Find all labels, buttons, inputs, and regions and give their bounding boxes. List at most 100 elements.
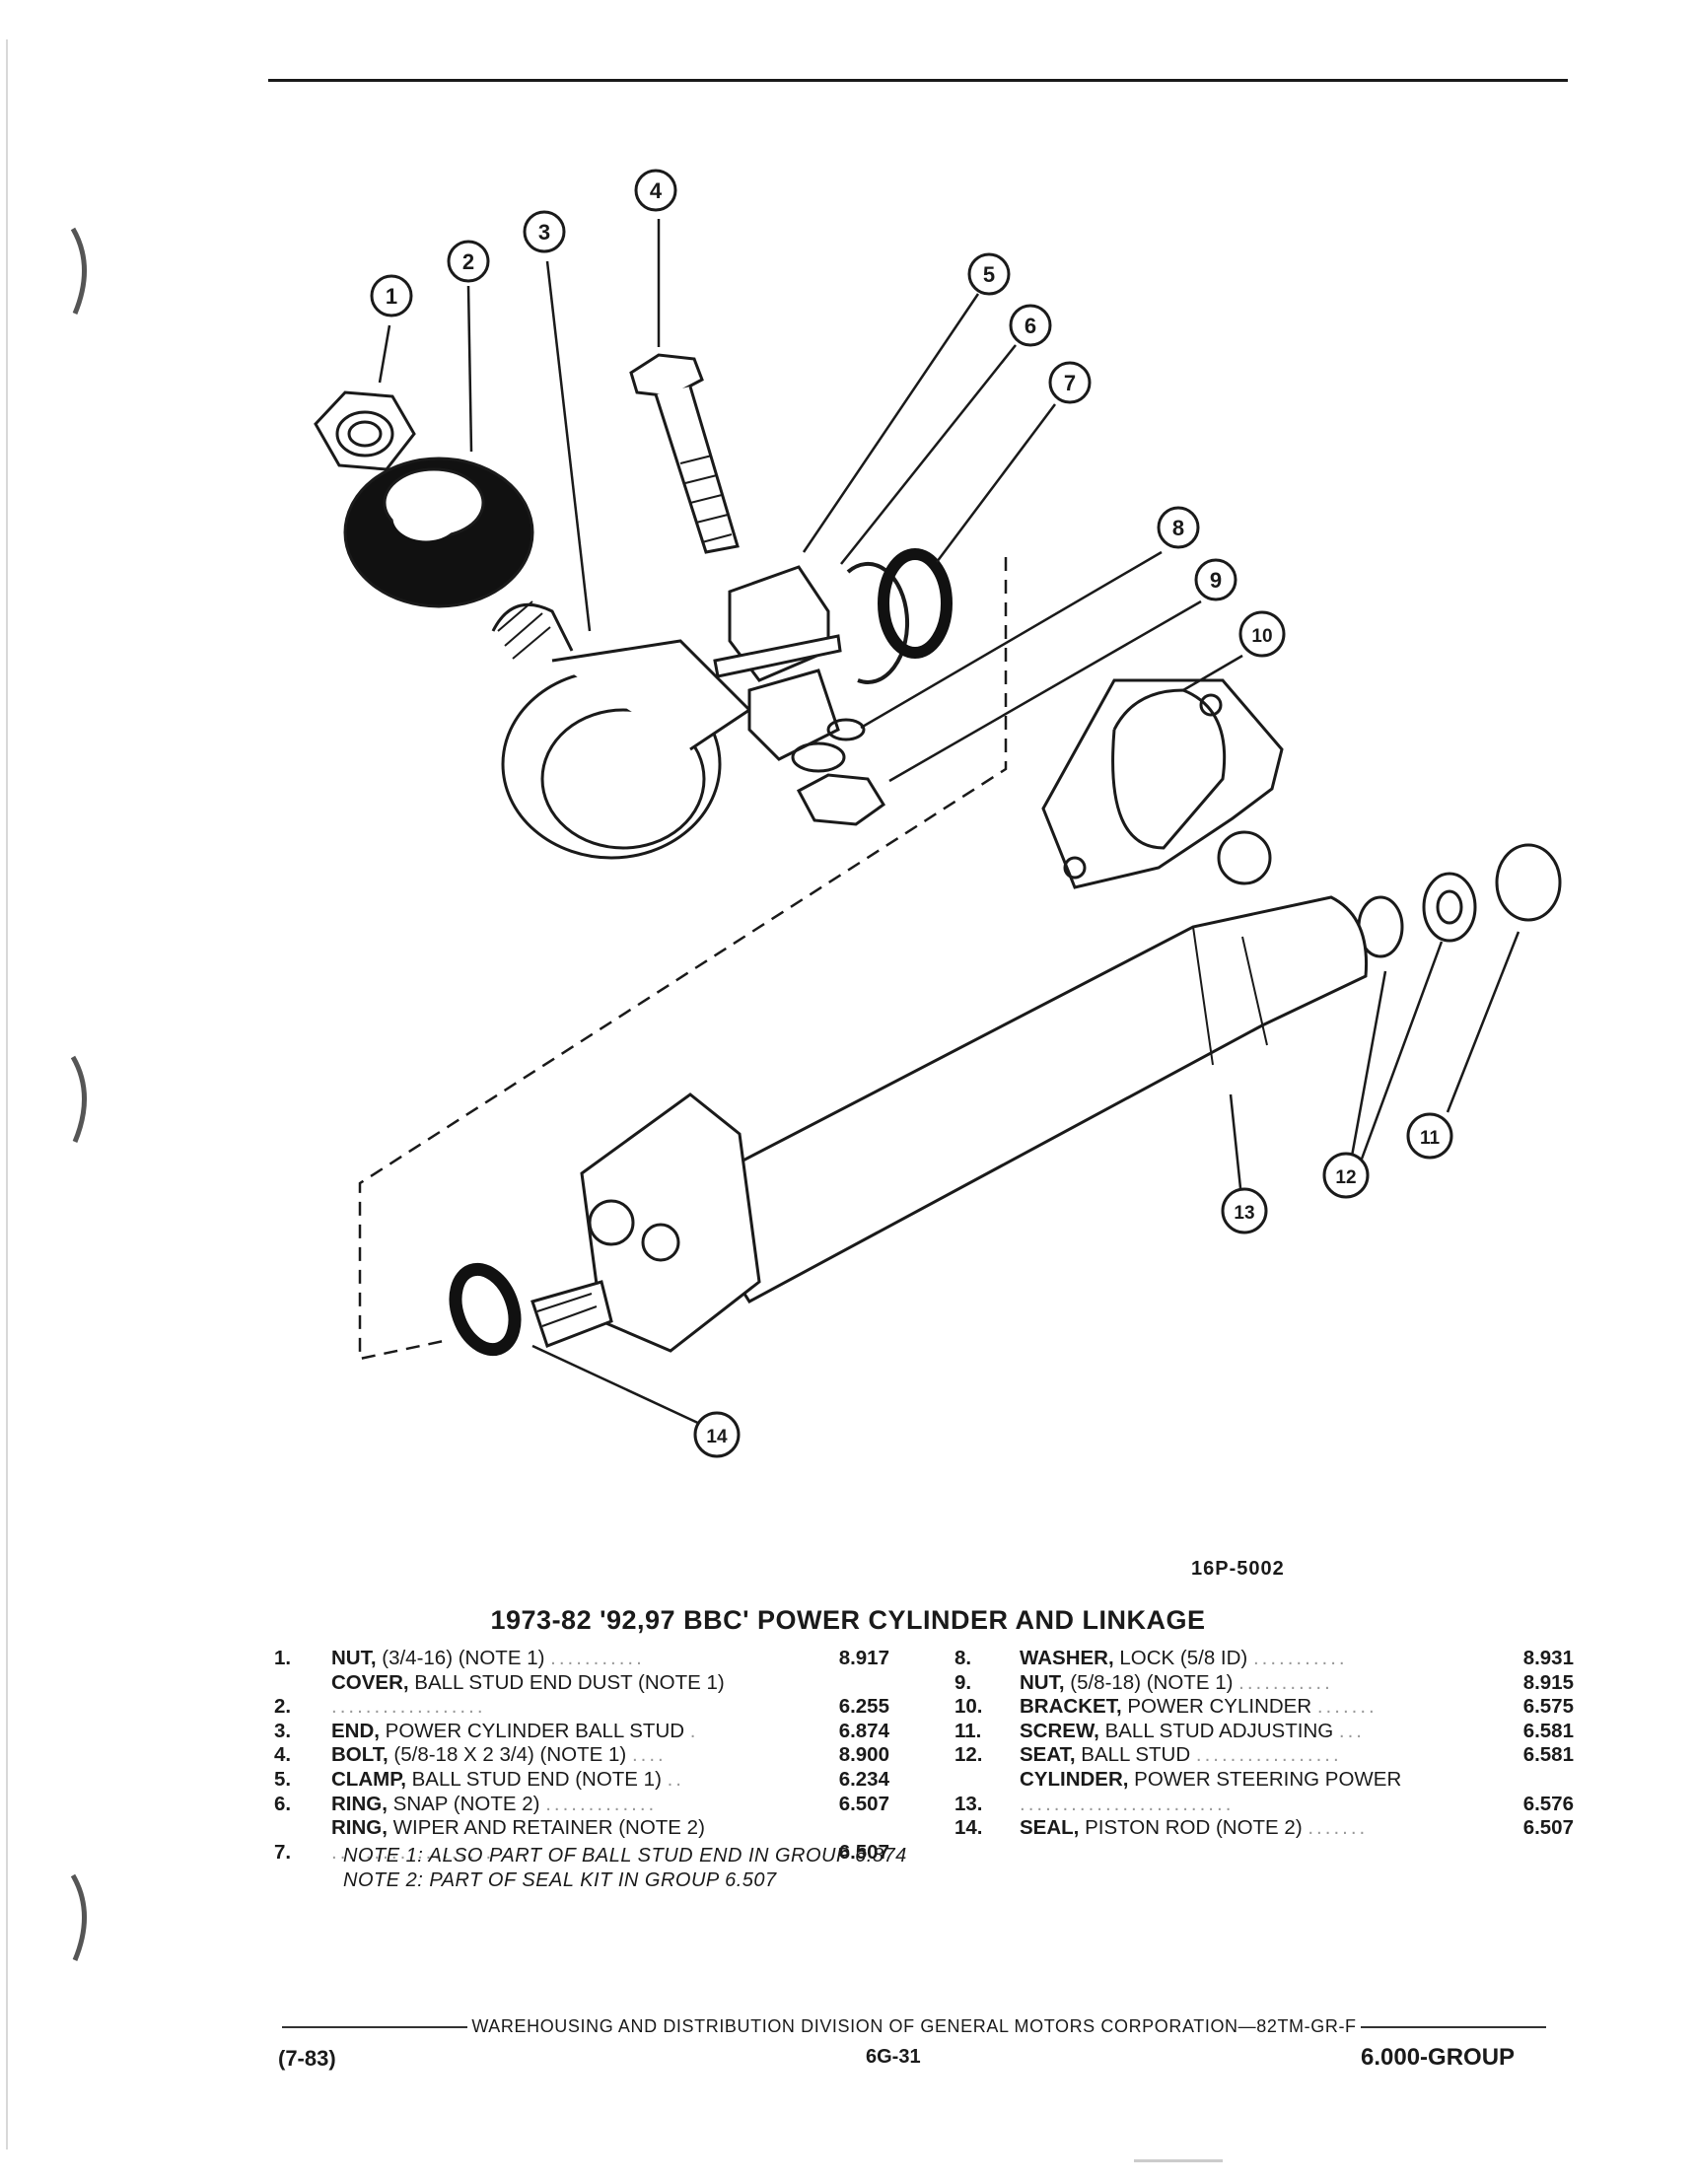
part-name: SCREW, [1020,1719,1099,1742]
callout-6: 6 [1009,304,1052,347]
revision-date: (7-83) [278,2046,336,2071]
part-row: 13.CYLINDER, POWER STEERING POWER ......… [954,1767,1574,1815]
callout-7: 7 [1048,361,1092,404]
part-group-ref: 6.255 [838,1695,889,1719]
part-number: 13. [954,1792,983,1815]
part-group-ref: 6.575 [1522,1695,1574,1719]
part-number: 4. [274,1743,292,1767]
svg-text:13: 13 [1234,1203,1254,1224]
part-row: 8.WASHER, LOCK (5/8 ID) ...........8.931 [954,1647,1574,1669]
note-2: NOTE 2: PART OF SEAL KIT IN GROUP 6.507 [343,1869,777,1891]
binder-hole-mark [70,1055,87,1143]
callout-8: 8 [1157,506,1200,549]
part-name: NUT, [1020,1670,1065,1694]
castle-nut-part [314,390,416,471]
part-name: CYLINDER, [1020,1767,1129,1791]
footer-rule [282,2025,468,2028]
part-name: NUT, [331,1647,377,1669]
footer-publisher-line: WAREHOUSING AND DISTRIBUTION DIVISION OF… [278,2016,1550,2037]
callout-9: 9 [1194,558,1237,601]
binder-hole-mark [70,1873,87,1961]
svg-text:8: 8 [1172,516,1184,540]
part-detail: SNAP (NOTE 2) [387,1792,540,1815]
part-row: 1.NUT, (3/4-16) (NOTE 1) ...........8.91… [274,1647,889,1669]
piston-rod-seal-part [449,1262,522,1357]
part-name: END, [331,1719,380,1742]
svg-text:11: 11 [1420,1128,1441,1149]
part-detail: (3/4-16) (NOTE 1) [376,1647,545,1669]
figure-id: 16P-5002 [1191,1558,1285,1580]
scan-mark [1134,2159,1223,2162]
part-number: 7. [274,1840,292,1864]
note-1: NOTE 1: ALSO PART OF BALL STUD END IN GR… [343,1845,907,1867]
header-rule [268,79,1568,82]
svg-text:5: 5 [983,262,995,287]
power-cylinder-part [530,895,1369,1353]
bolt-part [629,353,740,554]
group-label: 6.000-GROUP [1361,2044,1516,2071]
svg-text:12: 12 [1335,1167,1356,1188]
part-group-ref: 8.917 [838,1647,889,1669]
part-group-ref: 8.915 [1522,1670,1574,1694]
part-group-ref: 8.900 [838,1743,889,1767]
part-group-ref: 6.581 [1522,1743,1574,1767]
page-title: 1973-82 '92,97 BBC' POWER CYLINDER AND L… [490,1605,1206,1635]
callout-12: 12 [1322,1152,1370,1199]
parts-list-left: 1.NUT, (3/4-16) (NOTE 1) ...........8.91… [274,1647,889,1865]
dust-cover-part [343,457,534,608]
svg-text:2: 2 [462,249,474,274]
part-number: 14. [954,1816,983,1840]
adjusting-screw-part [1495,843,1562,922]
callout-5: 5 [967,252,1011,296]
part-name: COVER, [331,1670,409,1694]
notes: NOTE 1: ALSO PART OF BALL STUD END IN GR… [343,1844,907,1893]
part-detail: POWER CYLINDER [1121,1695,1312,1719]
part-row: 12.SEAT, BALL STUD .................6.58… [954,1743,1574,1767]
bracket-part [1041,678,1284,889]
part-detail: WIPER AND RETAINER (NOTE 2) [387,1816,705,1840]
part-row: 14.SEAL, PISTON ROD (NOTE 2) .......6.50… [954,1816,1574,1840]
callout-14: 14 [693,1411,741,1458]
callout-1: 1 [370,274,413,317]
part-name: SEAT, [1020,1743,1076,1767]
part-group-ref: 6.576 [1522,1792,1574,1815]
part-row: 9.NUT, (5/8-18) (NOTE 1) ...........8.91… [954,1670,1574,1694]
page-number: 6G-31 [866,2046,921,2068]
svg-text:4: 4 [650,178,663,203]
part-number: 1. [274,1647,292,1669]
part-row: 7.RING, WIPER AND RETAINER (NOTE 2) ....… [274,1816,889,1864]
part-name: BRACKET, [1020,1695,1122,1719]
svg-text:3: 3 [538,220,550,245]
part-group-ref: 6.507 [838,1840,889,1864]
svg-text:14: 14 [706,1427,728,1447]
part-row: 10.BRACKET, POWER CYLINDER .......6.575 [954,1695,1574,1719]
wiper-ring-part [878,548,953,659]
parts-list-right: 8.WASHER, LOCK (5/8 ID) ...........8.931… [954,1647,1574,1841]
ball-stud-seat-part [1422,872,1477,943]
part-detail: (5/8-18 X 2 3/4) (NOTE 1) [388,1743,627,1767]
part-row: 11.SCREW, BALL STUD ADJUSTING ...6.581 [954,1719,1574,1742]
part-detail: POWER CYLINDER BALL STUD [379,1719,685,1742]
svg-text:7: 7 [1064,371,1076,395]
part-detail: POWER STEERING POWER [1128,1767,1402,1791]
part-detail: BALL STUD [1075,1743,1191,1767]
part-detail: PISTON ROD (NOTE 2) [1079,1816,1303,1840]
part-row: 3.END, POWER CYLINDER BALL STUD .6.874 [274,1719,889,1742]
callout-11: 11 [1406,1112,1453,1160]
svg-text:1: 1 [386,284,397,309]
part-number: 10. [954,1695,983,1719]
part-group-ref: 6.874 [838,1719,889,1742]
part-group-ref: 6.234 [838,1767,889,1791]
part-number: 3. [274,1719,292,1742]
part-row: 2.COVER, BALL STUD END DUST (NOTE 1) ...… [274,1670,889,1719]
callout-4: 4 [634,169,677,212]
binder-hole-mark [70,227,87,315]
svg-text:10: 10 [1251,626,1272,647]
callout-10: 10 [1238,610,1286,658]
part-row: 5.CLAMP, BALL STUD END (NOTE 1) ..6.234 [274,1767,889,1791]
part-name: SEAL, [1020,1816,1080,1840]
part-detail: BALL STUD END (NOTE 1) [405,1767,662,1791]
part-number: 12. [954,1743,983,1767]
footer-rule [1360,2025,1547,2028]
part-name: WASHER, [1020,1647,1114,1669]
